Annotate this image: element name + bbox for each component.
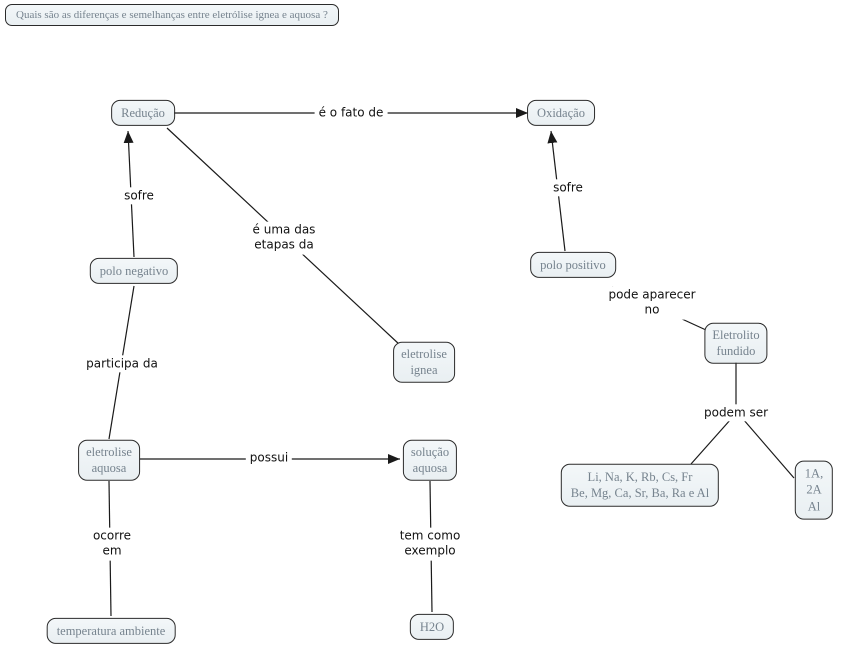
link-label-ocorre-em[interactable]: ocorre em <box>88 527 136 561</box>
link-label-sofre-right[interactable]: sofre <box>549 179 587 197</box>
link-label-sofre-left[interactable]: sofre <box>120 187 158 205</box>
connector-line-podemser-familias <box>742 418 795 479</box>
node-reducao[interactable]: Redução <box>111 99 175 127</box>
link-label-e-o-fato-de[interactable]: é o fato de <box>314 104 388 122</box>
node-polo-positivo[interactable]: polo positivo <box>530 251 616 279</box>
question-box[interactable]: Quais são as diferenças e semelhanças en… <box>5 4 339 26</box>
connector-line-podemser-metais <box>690 418 732 465</box>
link-label-tem-como-exemplo[interactable]: tem como exemplo <box>395 527 465 561</box>
link-label-e-uma-das-etapas-da[interactable]: é uma das etapas da <box>248 221 320 255</box>
node-temperatura-ambiente[interactable]: temperatura ambiente <box>46 617 176 645</box>
node-eletrolise-aquosa[interactable]: eletrolise aquosa <box>78 439 140 481</box>
link-label-pode-aparecer-no[interactable]: pode aparecer no <box>604 286 700 320</box>
link-label-possui[interactable]: possui <box>245 449 293 467</box>
link-label-participa-da[interactable]: participa da <box>82 355 162 373</box>
node-polo-negativo[interactable]: polo negativo <box>89 257 179 285</box>
node-solucao-aquosa[interactable]: solução aquosa <box>402 439 458 481</box>
node-eletrolito-fundido[interactable]: Eletrolito fundido <box>704 322 768 364</box>
link-label-podem-ser[interactable]: podem ser <box>699 404 773 422</box>
node-familias[interactable]: 1A, 2A Al <box>794 460 834 520</box>
node-oxidacao[interactable]: Oxidação <box>527 99 595 127</box>
node-eletrolise-ignea[interactable]: eletrolise ignea <box>393 341 455 383</box>
node-h2o[interactable]: H2O <box>409 613 455 641</box>
node-metais[interactable]: Li, Na, K, Rb, Cs, Fr Be, Mg, Ca, Sr, Ba… <box>560 463 720 507</box>
